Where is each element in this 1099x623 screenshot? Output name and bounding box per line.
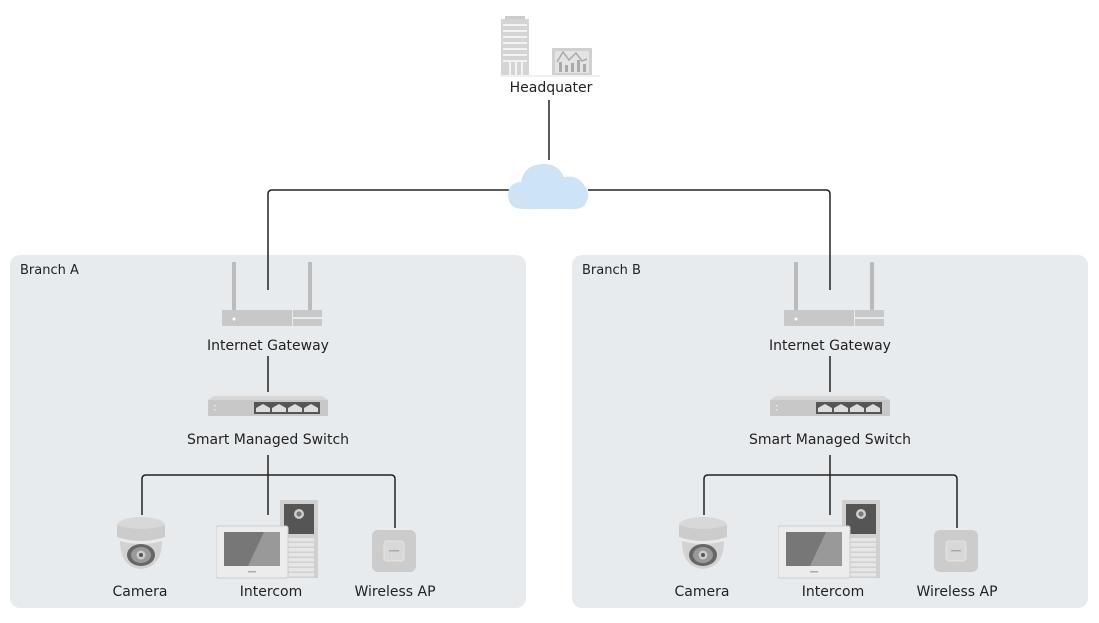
device-bus	[703, 474, 958, 528]
cloud-branch-b-link	[588, 189, 831, 290]
device-label: Camera	[674, 584, 730, 600]
device-label: Wireless AP	[354, 584, 436, 600]
chart-board-icon	[552, 48, 592, 75]
internet-gateway-icon	[222, 262, 322, 326]
device-bus	[141, 474, 396, 528]
wireless-ap-icon	[372, 530, 416, 572]
building-icon	[501, 16, 529, 75]
device-label: Intercom	[239, 584, 303, 600]
branch-title: Branch A	[20, 263, 79, 278]
cloud-branch-a-link	[267, 189, 510, 290]
branch-title: Branch B	[582, 263, 641, 278]
intercom-icon	[778, 500, 880, 579]
device-label: Camera	[112, 584, 168, 600]
smart-switch-icon	[208, 396, 328, 416]
headquarter-icon	[500, 16, 600, 77]
gateway-label: Internet Gateway	[769, 338, 891, 354]
smart-switch-icon	[770, 396, 890, 416]
internet-gateway-icon	[784, 262, 884, 326]
switch-label: Smart Managed Switch	[186, 432, 350, 448]
device-label: Wireless AP	[916, 584, 998, 600]
device-label: Intercom	[801, 584, 865, 600]
headquarter-label: Headquater	[509, 80, 593, 96]
intercom-icon	[216, 500, 318, 579]
dome-camera-icon	[117, 517, 165, 569]
dome-camera-icon	[679, 517, 727, 569]
cloud-icon	[508, 163, 589, 209]
gateway-label: Internet Gateway	[207, 338, 329, 354]
switch-label: Smart Managed Switch	[748, 432, 912, 448]
wireless-ap-icon	[934, 530, 978, 572]
